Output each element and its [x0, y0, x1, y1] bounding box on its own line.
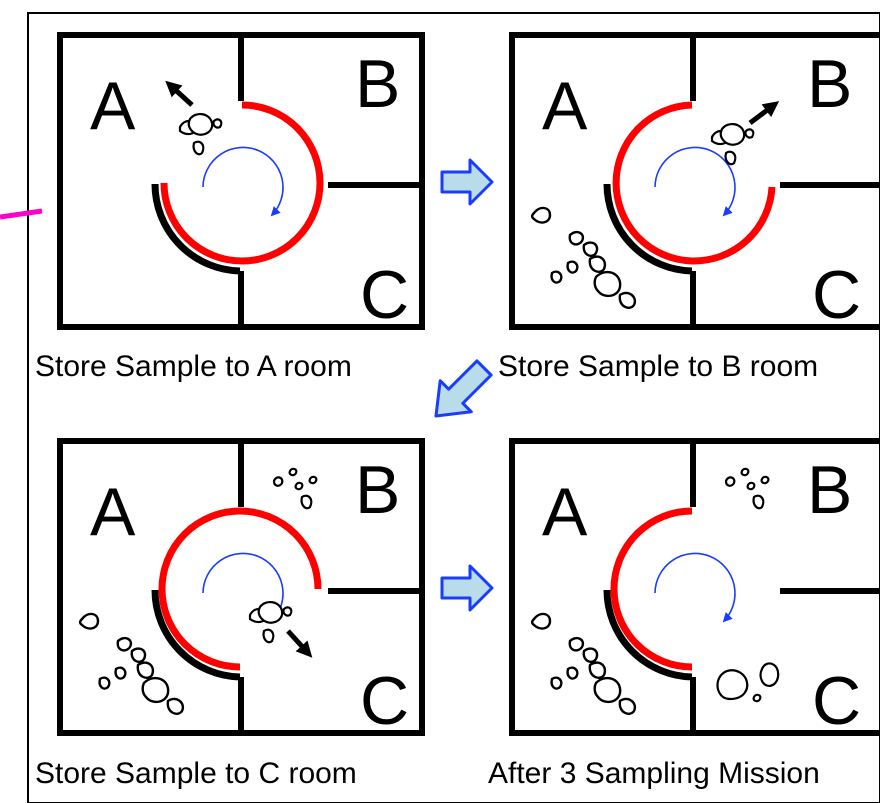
red-rotor	[612, 101, 776, 265]
rotation-arrow	[654, 146, 736, 217]
panel-1-caption: Store Sample to A room	[35, 350, 352, 383]
red-rotor	[610, 507, 693, 671]
room-label-c: C	[360, 663, 409, 739]
panel-3: A B C	[57, 438, 425, 739]
black-shield	[603, 183, 693, 275]
marker-line	[0, 208, 43, 220]
black-shield	[151, 589, 241, 681]
room-label-c: C	[812, 663, 861, 739]
panel-4: A B C	[509, 438, 880, 739]
rotation-arrow	[654, 552, 736, 623]
room-label-b: B	[807, 452, 852, 528]
panel-4-caption: After 3 Sampling Mission	[488, 757, 820, 790]
sample-motion-arrow	[748, 101, 780, 125]
room-label-b: B	[807, 46, 852, 122]
moving-sample	[248, 600, 293, 644]
panel-frame	[509, 438, 880, 736]
stored-samples-b	[272, 467, 318, 510]
room-label-a: A	[542, 68, 588, 144]
room-label-a: A	[90, 474, 136, 550]
moving-sample	[710, 122, 755, 166]
black-shield	[603, 589, 693, 681]
room-label-c: C	[812, 257, 861, 333]
outer-frame	[27, 12, 880, 803]
panel-3-caption: Store Sample to C room	[35, 757, 357, 790]
panel-frame	[509, 32, 880, 330]
room-label-b: B	[355, 46, 400, 122]
sample-motion-arrow	[286, 629, 313, 658]
red-rotor	[160, 101, 324, 265]
room-label-c: C	[360, 257, 409, 333]
stored-samples-c	[716, 662, 780, 703]
black-shield	[151, 183, 241, 275]
moving-sample	[178, 112, 223, 156]
red-rotor	[158, 507, 322, 671]
flow-arrow-2-to-3	[434, 359, 493, 418]
panel-1: A B C	[57, 32, 425, 333]
room-label-b: B	[355, 452, 400, 528]
sample-motion-arrow	[165, 80, 194, 107]
panel-2-caption: Store Sample to B room	[498, 350, 818, 383]
room-label-a: A	[542, 474, 588, 550]
flow-arrow-3-to-4	[440, 564, 494, 612]
panel-2: A B C	[509, 32, 880, 333]
stored-samples-b	[724, 467, 770, 510]
flow-arrow-1-to-2	[440, 158, 494, 206]
room-label-a: A	[90, 68, 136, 144]
rotation-arrow	[202, 146, 284, 217]
rotation-arrow	[202, 552, 284, 623]
